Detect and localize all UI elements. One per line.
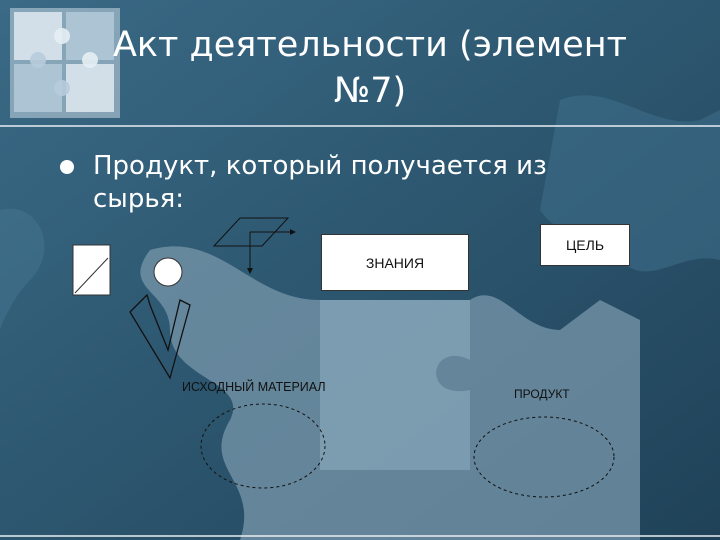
raw-material-label: ИСХОДНЫЙ МАТЕРИАЛ — [182, 380, 326, 394]
puzzle-piece-shape — [0, 208, 45, 330]
actor-body-shape — [129, 293, 191, 380]
slide-title: Акт деятельности (элемент №7) — [112, 25, 628, 111]
actor-head-circle — [153, 257, 183, 287]
bullet-text: Продукт, который получается из сырья: — [93, 151, 547, 214]
instrument-symbol — [212, 217, 290, 247]
raw-material-box — [72, 244, 111, 296]
product-ellipse — [473, 416, 615, 498]
bullet-icon — [60, 160, 74, 174]
product-label: ПРОДУКТ — [514, 387, 570, 401]
puzzle-logo-icon — [10, 8, 120, 118]
material-ellipse — [200, 403, 326, 489]
goal-box: ЦЕЛЬ — [540, 224, 630, 266]
knowledge-box: ЗНАНИЯ — [321, 234, 469, 291]
puzzle-piece-shape — [320, 300, 470, 470]
